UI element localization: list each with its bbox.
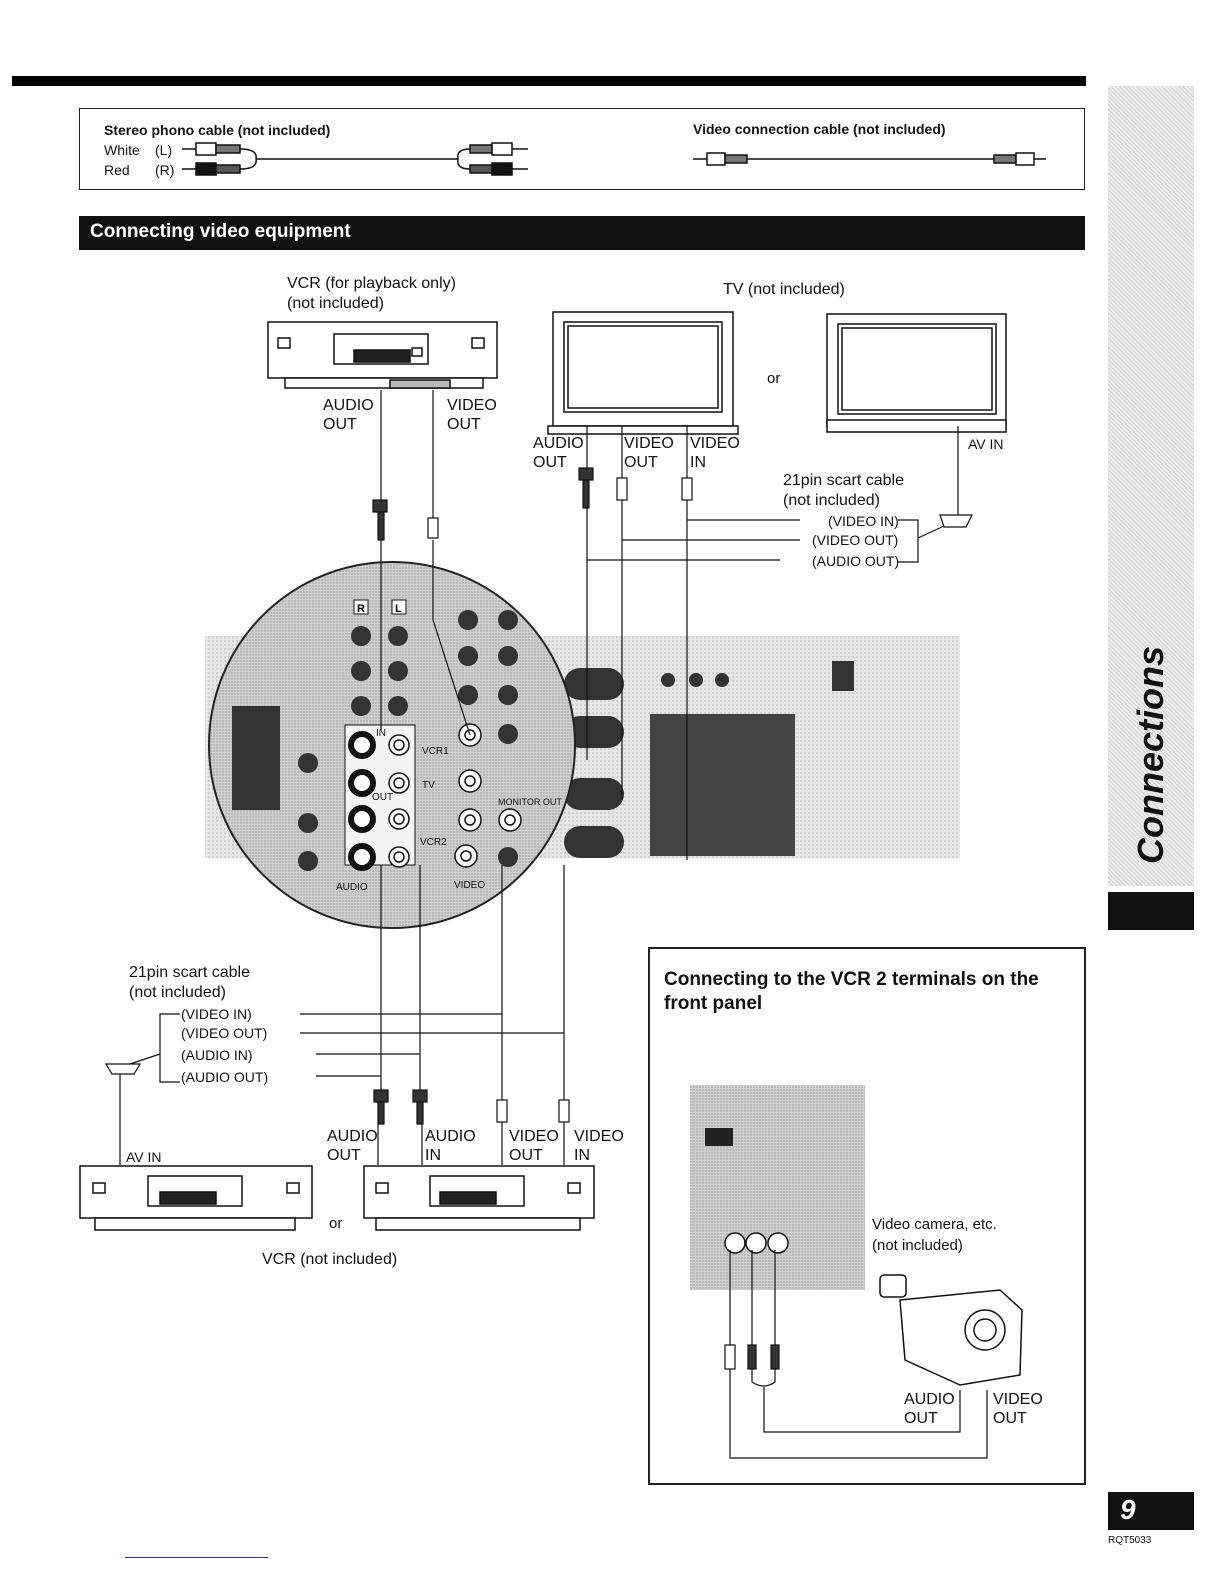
vcr-rec-audio-out-2: OUT xyxy=(327,1147,361,1164)
vcr-playback-wires xyxy=(372,390,471,736)
camera-label-1: Video camera, etc. xyxy=(872,1216,997,1233)
camera-video-out-1: VIDEO xyxy=(993,1391,1043,1408)
panel-vcr2-label: VCR2 xyxy=(420,837,447,848)
vcr-rec-audio-in-1: AUDIO xyxy=(425,1128,476,1145)
tv-video-out-1: VIDEO xyxy=(624,435,674,452)
vcr-playback-label-1: VCR (for playback only) xyxy=(287,275,456,292)
panel-vcr1-label: VCR1 xyxy=(422,746,449,757)
top-rule xyxy=(12,76,1086,86)
camera-wires xyxy=(724,1250,988,1459)
front-panel-jacks xyxy=(724,1232,789,1254)
vcr-recording-wires xyxy=(104,865,570,1165)
audio-jack-panel xyxy=(344,724,416,871)
tv-scart-label-1: 21pin scart cable xyxy=(783,472,904,489)
tv-audio-out-2: OUT xyxy=(533,454,567,471)
video-camera-icon xyxy=(879,1274,1023,1386)
tv-av-in: AV IN xyxy=(968,436,1004,452)
panel-vent xyxy=(650,714,795,856)
vcr-rec-video-in-2: IN xyxy=(574,1147,590,1164)
panel-tv-label: TV xyxy=(422,780,435,791)
tv-device-1 xyxy=(547,311,739,435)
tv-video-in-2: IN xyxy=(690,454,706,471)
tv-scart-label-2: (not included) xyxy=(783,492,880,509)
speaker-jacks xyxy=(298,610,518,871)
panel-audio-label: AUDIO xyxy=(336,882,368,893)
terminal-block xyxy=(232,706,280,810)
red-channel: (R) xyxy=(155,162,175,178)
sidebar-block xyxy=(1108,892,1194,930)
l-marker: L xyxy=(395,603,402,615)
vcr-rec-or: or xyxy=(329,1215,343,1232)
camera-label-2: (not included) xyxy=(872,1237,963,1254)
vcr-scart-video-in: (VIDEO IN) xyxy=(181,1006,252,1022)
panel-video-label: VIDEO xyxy=(454,880,485,891)
panel-jacks xyxy=(564,661,854,858)
stereo-cable-icon xyxy=(182,142,528,176)
tv-wires xyxy=(578,426,973,860)
rl-markers xyxy=(353,599,407,615)
vcr-video-out-2: OUT xyxy=(447,416,481,433)
white-channel: (L) xyxy=(155,142,173,158)
tv-audio-out-1: AUDIO xyxy=(533,435,584,452)
stereo-cable-title: Stereo phono cable (not included) xyxy=(104,122,331,138)
page-number: 9 xyxy=(1108,1492,1194,1530)
vcr-rec-audio-in-2: IN xyxy=(425,1147,441,1164)
vcr-scart-label-2: (not included) xyxy=(129,984,226,1001)
tv-or: or xyxy=(767,370,781,387)
vcr-recording-device-1 xyxy=(79,1165,313,1231)
panel-monitor-label: MONITOR OUT xyxy=(498,797,562,807)
vcr-rec-label: VCR (not included) xyxy=(262,1251,398,1268)
tv-scart-audio-out: (AUDIO OUT) xyxy=(812,553,900,569)
front-panel-photo xyxy=(690,1085,865,1290)
camera-audio-out-1: AUDIO xyxy=(904,1391,955,1408)
vcr-playback-label-2: (not included) xyxy=(287,295,384,312)
vcr-playback-device xyxy=(267,321,498,389)
tv-label: TV (not included) xyxy=(723,281,845,298)
panel-in-label: IN xyxy=(376,728,386,739)
video-cable-icon xyxy=(693,152,1046,166)
r-marker: R xyxy=(357,603,365,615)
vcr-rec-audio-out-1: AUDIO xyxy=(327,1128,378,1145)
video-jacks xyxy=(454,723,522,868)
vcr2-front-panel-inset xyxy=(648,947,1086,1485)
camera-video-out-2: OUT xyxy=(993,1410,1027,1427)
white-label: White xyxy=(104,142,140,158)
vcr-audio-out-1: AUDIO xyxy=(323,397,374,414)
tv-scart-video-out: (VIDEO OUT) xyxy=(812,532,899,548)
vcr-scart-video-out: (VIDEO OUT) xyxy=(181,1025,268,1041)
tv-device-2 xyxy=(826,313,1007,433)
section-header: Connecting video equipment xyxy=(79,216,1085,250)
vcr-audio-out-2: OUT xyxy=(323,416,357,433)
tv-video-out-2: OUT xyxy=(624,454,658,471)
vcr-scart-audio-out: (AUDIO OUT) xyxy=(181,1069,269,1085)
vcr-recording-device-2 xyxy=(363,1165,595,1231)
vcr-rec-video-out-1: VIDEO xyxy=(509,1128,559,1145)
vcr-rec-video-out-2: OUT xyxy=(509,1147,543,1164)
vcr-rec-video-in-1: VIDEO xyxy=(574,1128,624,1145)
camera-audio-out-2: OUT xyxy=(904,1410,938,1427)
red-label: Red xyxy=(104,162,130,178)
footer-link-line xyxy=(125,1557,268,1558)
inset-title: Connecting to the VCR 2 terminals on the… xyxy=(664,969,1039,1014)
panel-out-label: OUT xyxy=(372,792,393,803)
tv-video-in-1: VIDEO xyxy=(690,435,740,452)
vcr-av-in: AV IN xyxy=(126,1149,162,1165)
video-cable-title: Video connection cable (not included) xyxy=(693,121,946,137)
vcr-video-out-1: VIDEO xyxy=(447,397,497,414)
cable-reference-box xyxy=(79,108,1085,190)
tv-scart-video-in: (VIDEO IN) xyxy=(828,513,899,529)
document-code: RQT5033 xyxy=(1108,1535,1152,1546)
sidebar-strip xyxy=(1108,86,1194,886)
vcr-scart-label-1: 21pin scart cable xyxy=(129,964,250,981)
vcr-scart-audio-in: (AUDIO IN) xyxy=(181,1047,253,1063)
